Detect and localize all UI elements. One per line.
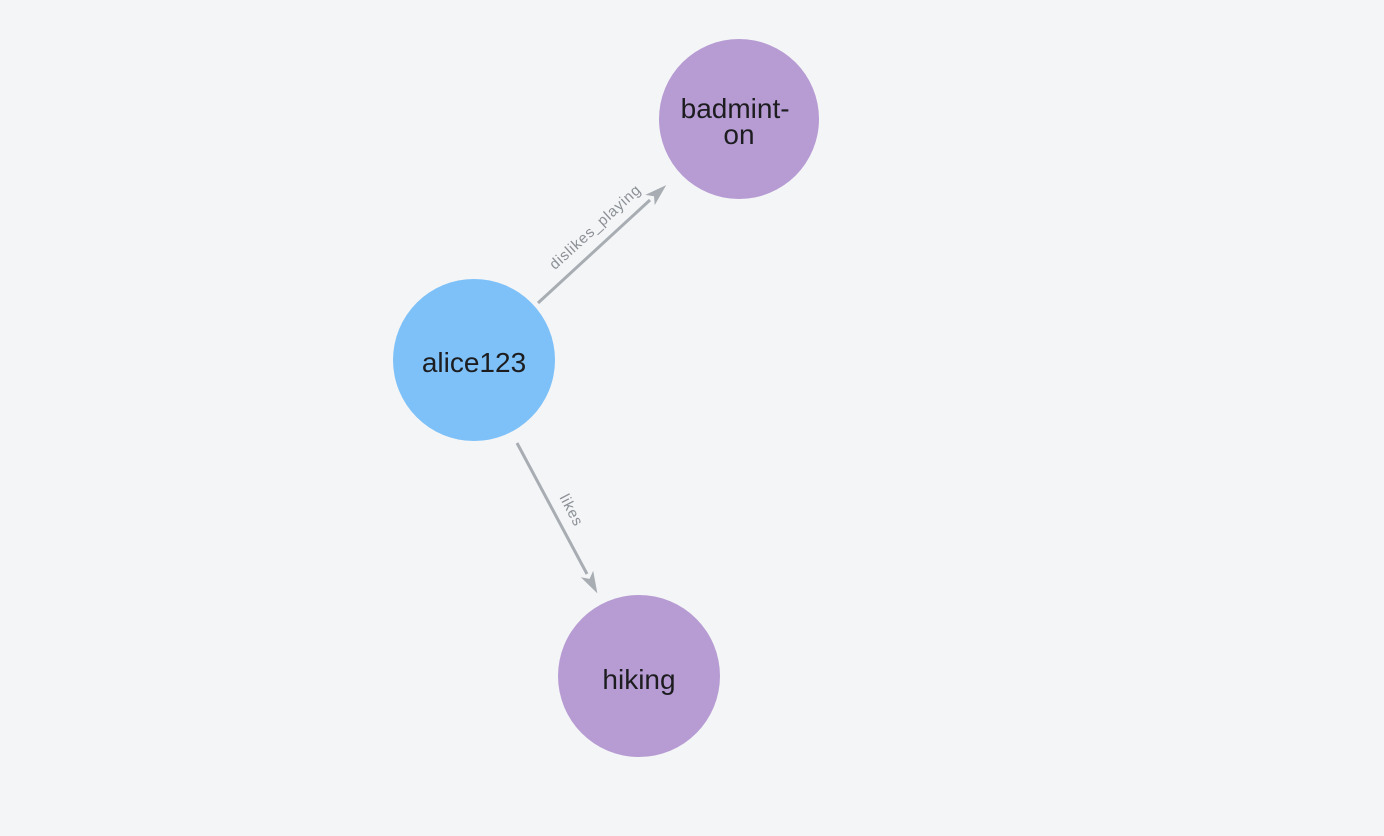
node-circle[interactable] — [659, 39, 819, 199]
node-circle[interactable] — [393, 279, 555, 441]
node-hiking[interactable]: hiking — [558, 595, 720, 757]
node-circle[interactable] — [558, 595, 720, 757]
node-alice123[interactable]: alice123 — [393, 279, 555, 441]
edge-line[interactable] — [515, 442, 598, 594]
node-badminton[interactable]: badmint- on — [659, 39, 819, 199]
edge-line[interactable] — [536, 185, 667, 305]
